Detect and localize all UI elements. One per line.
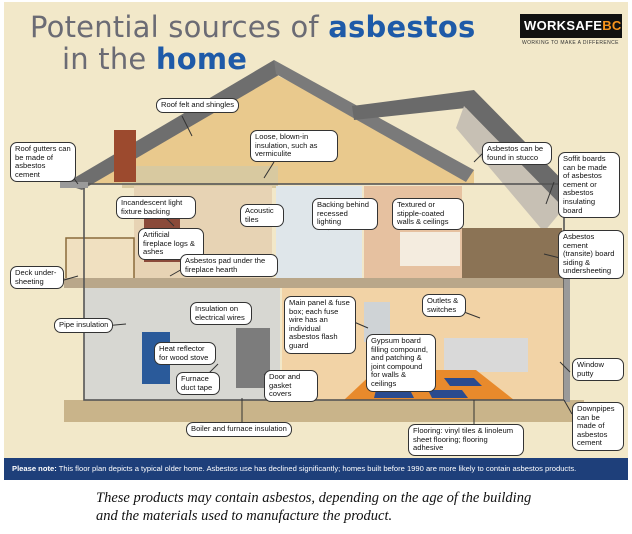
label-stucco: Asbestos can be found in stucco bbox=[482, 142, 552, 166]
gutter bbox=[60, 182, 88, 188]
deck-railing bbox=[65, 237, 135, 285]
attic-space bbox=[90, 74, 474, 184]
poster-title-line-1: Potential sources of asbestos bbox=[30, 10, 476, 44]
floor-slab bbox=[64, 278, 564, 288]
downpipe bbox=[564, 242, 570, 402]
worksafebc-logo: WORKSAFEBC WORKING TO MAKE A DIFFERENCE bbox=[520, 14, 622, 52]
label-duct-tape: Furnace duct tape bbox=[176, 372, 220, 396]
bed bbox=[400, 232, 460, 266]
label-outlets: Outlets & switches bbox=[422, 294, 466, 318]
kitchen-counter bbox=[444, 338, 528, 372]
label-electrical-wires: Insulation on electrical wires bbox=[190, 302, 252, 326]
label-downpipes: Downpipes can be made of asbestos cement bbox=[572, 402, 624, 451]
label-cement-siding: Asbestos cement (transite) board siding … bbox=[558, 230, 624, 279]
siding bbox=[462, 228, 562, 278]
label-deck: Deck under-sheeting bbox=[10, 266, 64, 290]
stucco-wall bbox=[456, 106, 564, 232]
label-light-fixture: Incandescent light fixture backing bbox=[116, 196, 196, 220]
label-textured-walls: Textured or stipple-coated walls & ceili… bbox=[392, 198, 464, 230]
label-soffit: Soffit boards can be made of asbestos ce… bbox=[558, 152, 620, 219]
label-boiler: Boiler and furnace insulation bbox=[186, 422, 292, 437]
label-recessed-lighting: Backing behind recessed lighting bbox=[312, 198, 378, 230]
chimney bbox=[114, 130, 136, 182]
please-note-bar: Please note: This floor plan depicts a t… bbox=[4, 458, 628, 480]
asbestos-poster: Potential sources of asbestos in the hom… bbox=[4, 2, 628, 480]
house-cutaway-illustration bbox=[60, 60, 584, 432]
label-roof-felt: Roof felt and shingles bbox=[156, 98, 240, 113]
ground bbox=[64, 400, 584, 422]
poster-title-line-2: in the home bbox=[62, 42, 248, 76]
label-heat-reflector: Heat reflector for wood stove bbox=[154, 342, 216, 366]
logo-tagline: WORKING TO MAKE A DIFFERENCE bbox=[522, 40, 619, 46]
label-gasket: Door and gasket covers bbox=[264, 370, 318, 402]
label-fireplace-logs: Artificial fireplace logs & ashes bbox=[138, 228, 204, 260]
label-flooring: Flooring: vinyl tiles & linoleum sheet f… bbox=[408, 424, 524, 456]
label-main-panel: Main panel & fuse box; each fuse wire ha… bbox=[284, 296, 356, 354]
label-fireplace-pad: Asbestos pad under the fireplace hearth bbox=[180, 254, 278, 278]
logo-wordmark: WORKSAFEBC bbox=[520, 14, 622, 38]
label-pipe-insulation: Pipe insulation bbox=[54, 318, 114, 333]
label-window-putty: Window putty bbox=[572, 358, 624, 382]
label-gypsum: Gypsum board filling compound, and patch… bbox=[366, 334, 436, 392]
roof-right bbox=[274, 60, 474, 182]
figure-caption: These products may contain asbestos, dep… bbox=[96, 490, 532, 524]
label-roof-gutters: Roof gutters can be made of asbestos cem… bbox=[10, 142, 76, 183]
attic-insulation bbox=[122, 166, 278, 188]
label-acoustic-tiles: Acoustic tiles bbox=[240, 204, 284, 228]
label-loose-insulation: Loose, blown-in insulation, such as verm… bbox=[250, 130, 338, 162]
